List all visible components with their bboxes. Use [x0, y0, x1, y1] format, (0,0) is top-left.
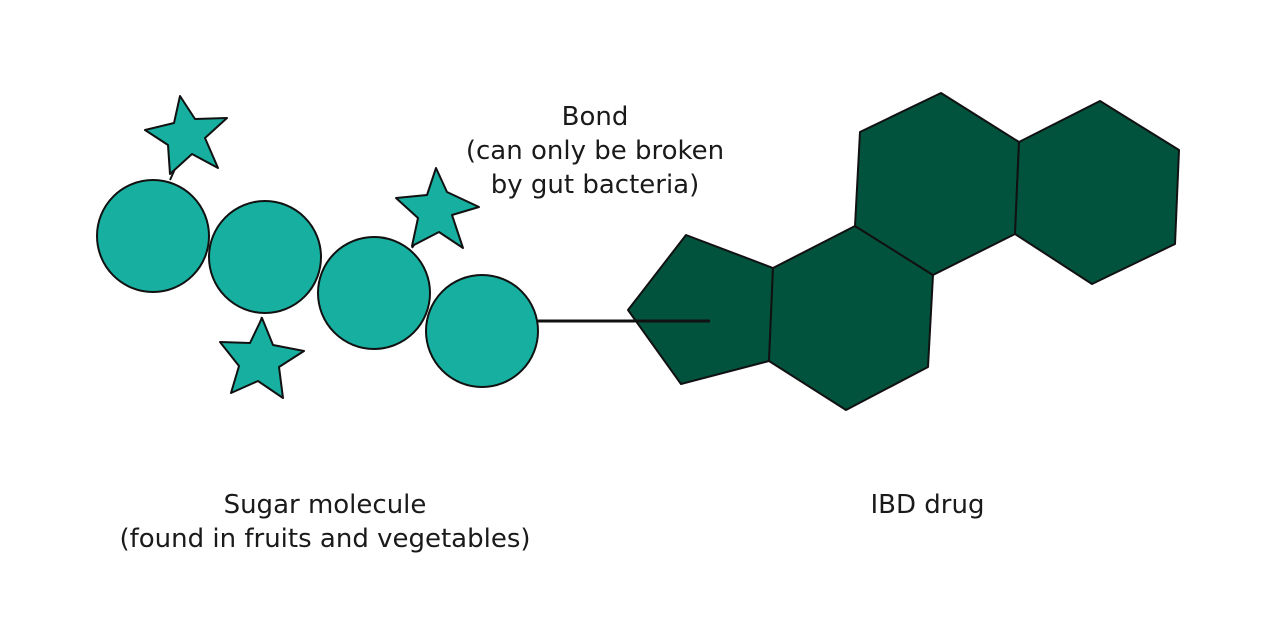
star-group-3: [219, 317, 305, 399]
star-group-2: [395, 167, 480, 249]
sugar-ring-3: [317, 236, 431, 350]
bond-label: Bond (can only be broken by gut bacteria…: [440, 100, 750, 202]
sugar-ring-1: [96, 179, 210, 293]
ibd-drug: [627, 92, 1180, 411]
drug-hexagon-3: [1014, 100, 1180, 285]
sugar-molecule-label: Sugar molecule (found in fruits and vege…: [110, 488, 540, 556]
sugar-note: (found in fruits and vegetables): [119, 524, 531, 554]
sugar-title: Sugar molecule: [223, 490, 427, 520]
drug-pentagon: [627, 234, 774, 385]
sugar-ring-2: [208, 200, 322, 314]
drug-title: IBD drug: [870, 490, 985, 520]
bond-note-line-2: by gut bacteria): [490, 170, 700, 200]
sugar-molecule: [96, 95, 539, 399]
sugar-ring-4: [425, 274, 539, 388]
ibd-drug-label: IBD drug: [820, 488, 1035, 522]
bond-title: Bond: [561, 102, 629, 132]
star-group-1: [144, 95, 228, 175]
bond-note-line-1: (can only be broken: [465, 136, 725, 166]
